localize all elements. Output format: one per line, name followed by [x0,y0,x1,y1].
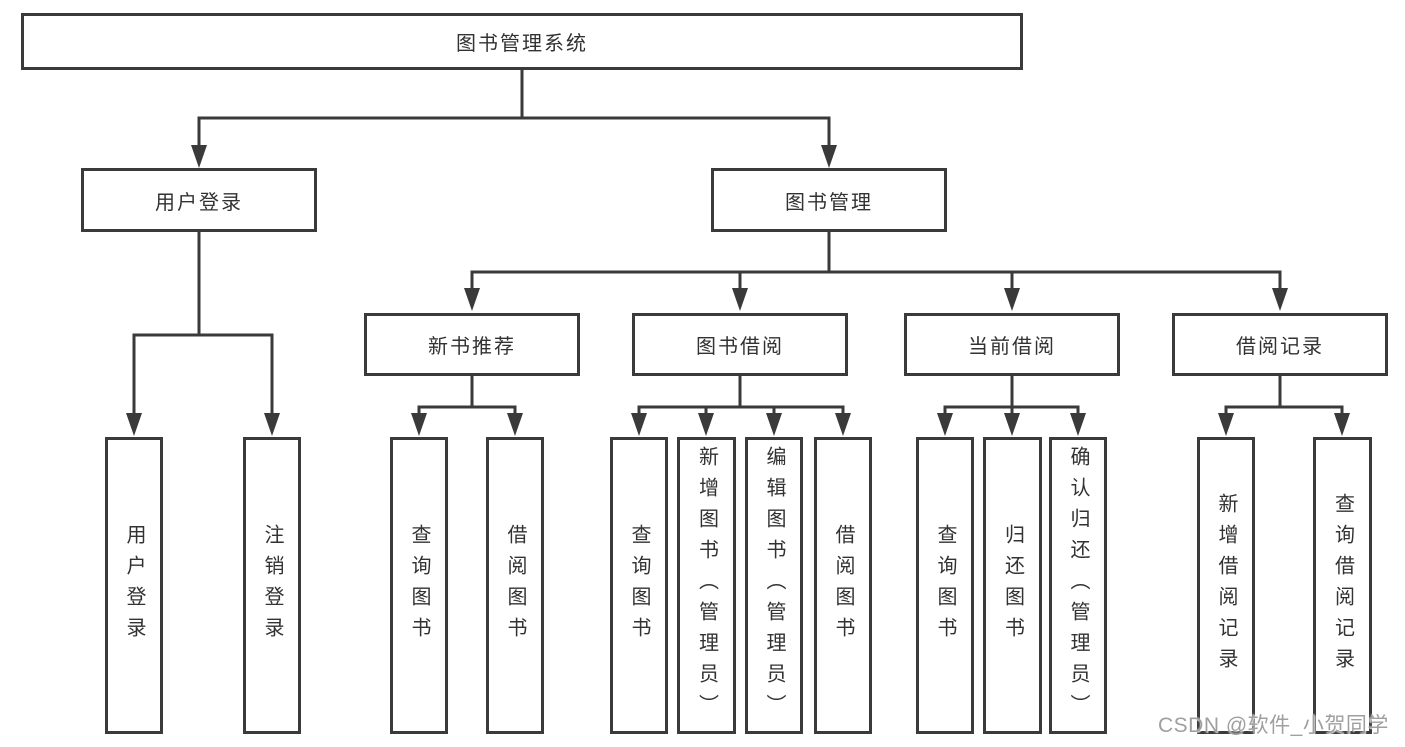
leaf-user-login: 用户登录 [105,437,163,734]
leaf-confirm-return-admin: 确认归还（管理员） [1049,437,1107,734]
leaf-query-book-borrowing: 查询图书 [610,437,668,734]
node-borrowing-records: 借阅记录 [1172,313,1388,376]
leaf-query-book-borrowing-label: 查询图书 [628,523,650,648]
node-root: 图书管理系统 [21,13,1023,70]
leaf-query-book-current-label: 查询图书 [934,523,956,648]
leaf-query-borrow-record-label: 查询借阅记录 [1331,492,1354,679]
node-book-borrowing: 图书借阅 [632,313,848,376]
leaf-borrow-book: 借阅图书 [814,437,872,734]
leaf-borrow-book-recommend-label: 借阅图书 [504,523,526,648]
leaf-confirm-return-admin-label: 确认归还（管理员） [1067,446,1089,725]
leaf-query-borrow-record: 查询借阅记录 [1313,437,1372,734]
leaf-query-book-current: 查询图书 [916,437,974,734]
leaf-return-book-label: 归还图书 [1001,523,1024,648]
leaf-return-book: 归还图书 [983,437,1042,734]
leaf-query-book-recommend: 查询图书 [390,437,448,734]
leaf-edit-book-admin-label: 编辑图书（管理员） [763,446,785,725]
node-new-book-recommend: 新书推荐 [364,313,580,376]
leaf-user-login-label: 用户登录 [123,523,145,648]
leaf-logout: 注销登录 [243,437,301,734]
leaf-query-book-recommend-label: 查询图书 [408,523,430,648]
node-book-management: 图书管理 [711,168,947,232]
leaf-borrow-book-label: 借阅图书 [832,523,854,648]
watermark: CSDN @软件_小贺同学 [1158,714,1389,737]
leaf-borrow-book-recommend: 借阅图书 [486,437,544,734]
leaf-edit-book-admin: 编辑图书（管理员） [745,437,803,734]
leaf-add-book-admin-label: 新增图书（管理员） [695,446,718,725]
node-user-login-label: 用户登录 [155,191,243,214]
leaf-add-borrow-record-label: 新增借阅记录 [1215,492,1237,679]
leaf-add-book-admin: 新增图书（管理员） [677,437,736,734]
node-current-borrowing-label: 当前借阅 [968,336,1056,358]
node-book-management-label: 图书管理 [785,191,873,214]
node-current-borrowing: 当前借阅 [904,313,1120,376]
node-user-login: 用户登录 [81,168,317,232]
leaf-logout-label: 注销登录 [261,523,283,648]
node-borrowing-records-label: 借阅记录 [1236,336,1324,358]
node-book-borrowing-label: 图书借阅 [696,336,784,358]
leaf-add-borrow-record: 新增借阅记录 [1197,437,1255,734]
node-root-label: 图书管理系统 [456,33,588,55]
node-new-book-recommend-label: 新书推荐 [428,336,516,358]
